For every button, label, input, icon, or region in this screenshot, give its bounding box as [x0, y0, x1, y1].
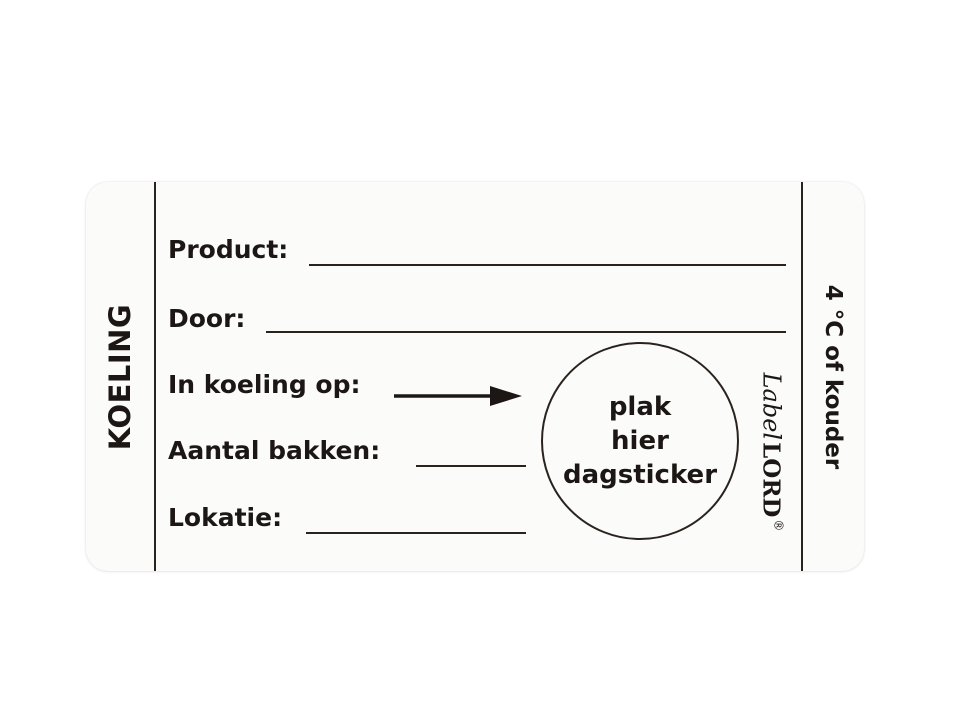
side-temperature: 4 °C of kouder [803, 182, 864, 571]
circle-text-hier: hier [611, 426, 669, 456]
field-line-door[interactable] [266, 331, 786, 333]
dagsticker-circle[interactable]: plak hier dagsticker [541, 342, 739, 540]
side-temperature-text: 4 °C of kouder [820, 284, 847, 469]
side-title-text: KOELING [103, 303, 138, 450]
field-label-product: Product: [168, 235, 289, 264]
brand-word: LORD [757, 442, 784, 518]
side-title-koeling: KOELING [86, 182, 154, 571]
left-divider [154, 182, 156, 571]
brand-script: Label [757, 372, 785, 441]
field-label-door: Door: [168, 304, 246, 333]
right-divider [801, 182, 803, 571]
field-label-in-koeling-op: In koeling op: [168, 370, 361, 399]
brand-logo-inner: Label LORD ® [757, 373, 785, 532]
field-line-lokatie[interactable] [306, 532, 526, 534]
registered-mark: ® [771, 519, 785, 532]
circle-text-plak: plak [608, 392, 672, 422]
arrow-right-icon [394, 386, 522, 406]
circle-text-dagsticker: dagsticker [562, 460, 718, 490]
field-line-aantal-bakken[interactable] [416, 465, 526, 467]
field-label-lokatie: Lokatie: [168, 503, 283, 532]
koeling-label: KOELING 4 °C of kouder Product: Door: In… [86, 182, 864, 571]
field-label-aantal-bakken: Aantal bakken: [168, 436, 381, 465]
field-line-product[interactable] [309, 264, 786, 266]
brand-logo: Label LORD ® [746, 352, 796, 552]
